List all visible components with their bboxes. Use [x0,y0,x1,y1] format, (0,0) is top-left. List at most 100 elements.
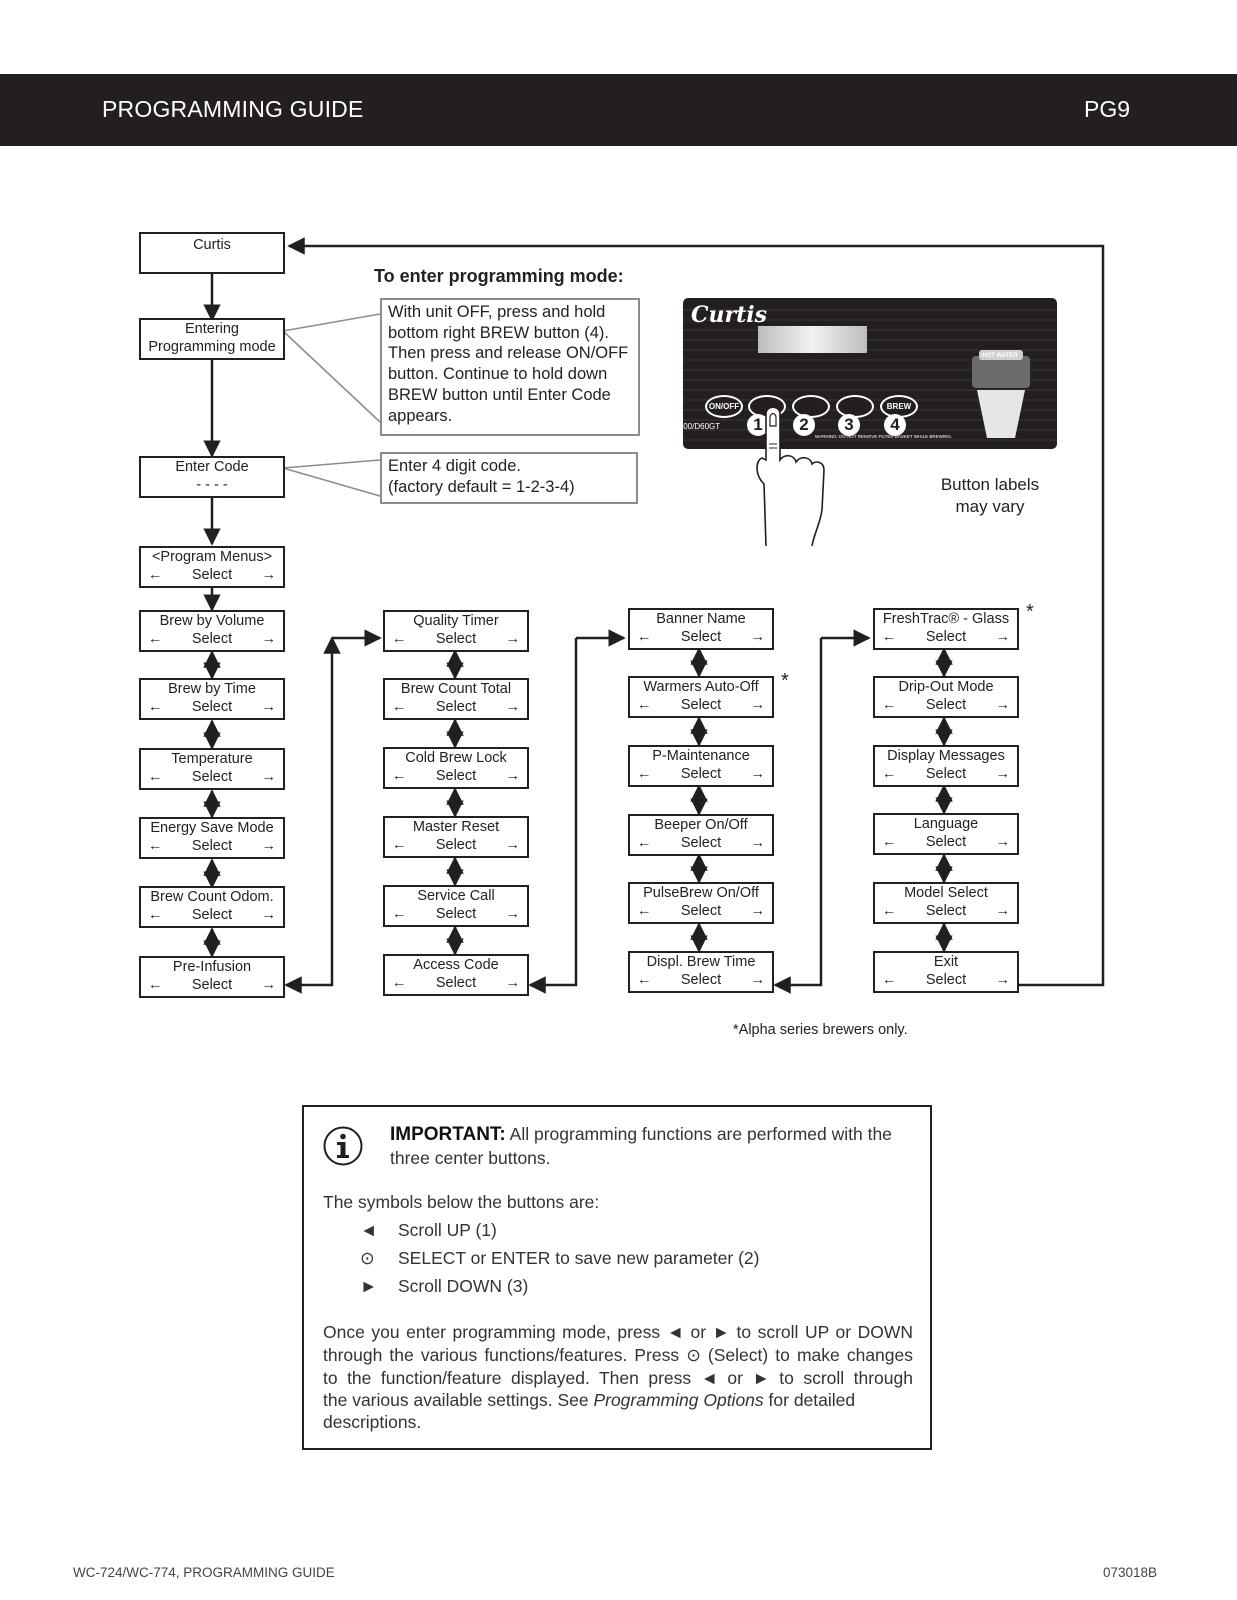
select-row: ←Select→ [630,765,772,783]
select-row: ← Select → [875,628,1017,646]
menu-item-box: Brew Count Total←Select→ [383,678,529,720]
right-arrow-icon: → [505,699,521,715]
flow-box-curtis: Curtis [139,232,285,274]
right-arrow-icon: → [750,629,766,645]
right-arrow-icon: → [505,906,521,922]
menu-item-box: Warmers Auto-Off←Select→ [628,676,774,718]
asterisk-warmers: * [781,670,789,692]
on-off-button[interactable]: ON/OFF [705,395,743,418]
select-row: ←Select→ [875,765,1017,783]
panel-warning: WARNING: DO NOT REMOVE FILTER BASKET WHI… [815,434,953,439]
menu-item-label: Warmers Auto-Off [643,679,759,695]
instructions-para-line1: Once you enter programming mode, press ◄… [323,1322,913,1342]
left-arrow-icon: ← [637,766,652,782]
brand-logo: Curtis [691,302,768,328]
left-arrow-icon: ← [882,629,897,645]
instructions-para-line3: to the function/feature displayed. Then … [323,1368,913,1388]
menu-item-box: Service Call←Select→ [383,885,529,927]
instructions-para-line5: descriptions. [323,1412,422,1432]
select-label: Select [435,699,477,715]
important-text: All programming functions are performed … [509,1124,892,1144]
menu-item-box: Brew by Time←Select→ [139,678,285,720]
menu-item-box: Drip-Out Mode←Select→ [873,676,1019,718]
right-arrow-icon: → [505,837,521,853]
right-arrow-icon: → [995,629,1011,645]
panel-display [758,326,867,353]
enter-code-note-box: Enter 4 digit code. (factory default = 1… [380,452,638,504]
menu-item-label: Energy Save Mode [150,820,274,836]
flow-box-label: Programming mode [148,339,276,355]
left-arrow-icon: ← [637,972,652,988]
hot-water-label: HOT WATER [982,353,1018,359]
select-label: Select [925,834,967,850]
select-row: ← Select → [141,976,283,994]
select-label: Select [191,907,233,923]
right-arrow-icon: → [261,838,277,854]
select-label: Select [925,629,967,645]
select-row: ←Select→ [630,834,772,852]
symbols-intro: The symbols below the buttons are: [323,1192,600,1212]
right-arrow-icon: → [261,567,277,583]
page-title: PROGRAMMING GUIDE [102,96,364,122]
select-row: ←Select→ [630,628,772,646]
menu-item-label: Displ. Brew Time [646,954,756,970]
important-label: IMPORTANT: [390,1124,506,1145]
menu-item-label: PulseBrew On/Off [643,885,759,901]
select-row: ←Select→ [141,906,283,924]
menu-item-label: Language [913,816,979,832]
right-arrow-icon: → [995,903,1011,919]
right-arrow-icon: → [750,903,766,919]
menu-item-box: PulseBrew On/Off←Select→ [628,882,774,924]
right-arrow-icon: → [995,697,1011,713]
menu-item-box: P-Maintenance←Select→ [628,745,774,787]
para-line4-end: for detailed [763,1390,856,1410]
right-arrow-icon: → [505,631,521,647]
symbol-text-up: Scroll UP (1) [398,1220,497,1240]
select-row: ← Select → [141,837,283,855]
left-arrow-icon: ← [148,567,163,583]
select-row: ←Select→ [630,971,772,989]
instructions-para-line2: through the various functions/features. … [323,1345,913,1365]
select-row: ←Select→ [875,696,1017,714]
left-arrow-icon: ← [148,977,163,993]
left-arrow-icon: ← [637,835,652,851]
menu-item-label: Quality Timer [413,613,499,629]
menu-item-box: FreshTrac® - Glass←Select→ [873,608,1019,650]
button-number-3: 3 [838,414,860,436]
left-arrow-icon: ← [882,972,897,988]
menu-item-box: Displ. Brew Time←Select→ [628,951,774,993]
left-arrow-icon: ← [148,838,163,854]
symbol-glyph-select: ⊙ [360,1248,375,1268]
important-box [302,1105,932,1450]
flow-box-code-dashes: - - - - [196,477,228,493]
select-label: Select [925,903,967,919]
enter-mode-heading: To enter programming mode: [374,266,624,286]
menu-item-box: Brew Count Odom.←Select→ [139,886,285,928]
right-arrow-icon: → [505,975,521,991]
select-label: Select [191,631,233,647]
select-label: Select [925,697,967,713]
para-line4-start: the various available settings. See [323,1390,594,1410]
select-row: ←Select→ [385,974,527,992]
select-label: Select [925,766,967,782]
select-row: ←Select→ [385,905,527,923]
left-arrow-icon: ← [392,837,407,853]
menu-item-box: Pre-Infusion←Select→ [139,956,285,998]
important-line2: three center buttons. [390,1148,551,1168]
select-label: Select [191,838,233,854]
enter-code-note-line1: Enter 4 digit code. [388,457,521,475]
menu-item-label: Exit [933,954,959,970]
right-arrow-icon: → [995,834,1011,850]
select-label: Select [191,977,233,993]
select-row: ←Select→ [630,696,772,714]
symbol-text-select: SELECT or ENTER to save new parameter (2… [398,1248,760,1268]
menu-item-label: P-Maintenance [652,748,750,764]
select-row: ←Select→ [385,698,527,716]
right-arrow-icon: → [261,977,277,993]
left-arrow-icon: ← [392,631,407,647]
select-row: ←Select→ [141,698,283,716]
select-label: Select [435,975,477,991]
select-label: Select [680,972,722,988]
header-bar [0,74,1237,146]
select-label: Select [680,629,722,645]
